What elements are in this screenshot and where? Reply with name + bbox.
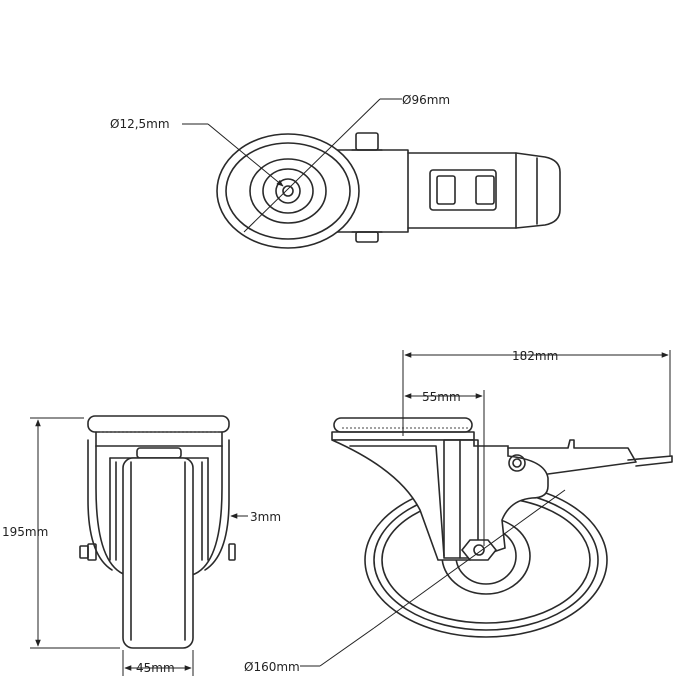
side-view	[300, 350, 673, 667]
dim-bolt-hole: Ø12,5mm	[110, 117, 170, 131]
dim-wheel-diameter-top: Ø96mm	[402, 93, 450, 107]
top-view	[182, 98, 561, 249]
dim-height: 195mm	[2, 525, 48, 539]
dim-offset: 55mm	[422, 390, 461, 404]
dim-clearance: 3mm	[250, 510, 281, 524]
dim-wheel-diameter-side: Ø160mm	[244, 660, 300, 674]
front-view	[30, 415, 248, 676]
dim-total-length: 182mm	[512, 349, 558, 363]
top-wheel-outer	[216, 133, 360, 249]
front-wheel	[122, 457, 194, 649]
dim-wheel-width: 45mm	[136, 661, 175, 675]
